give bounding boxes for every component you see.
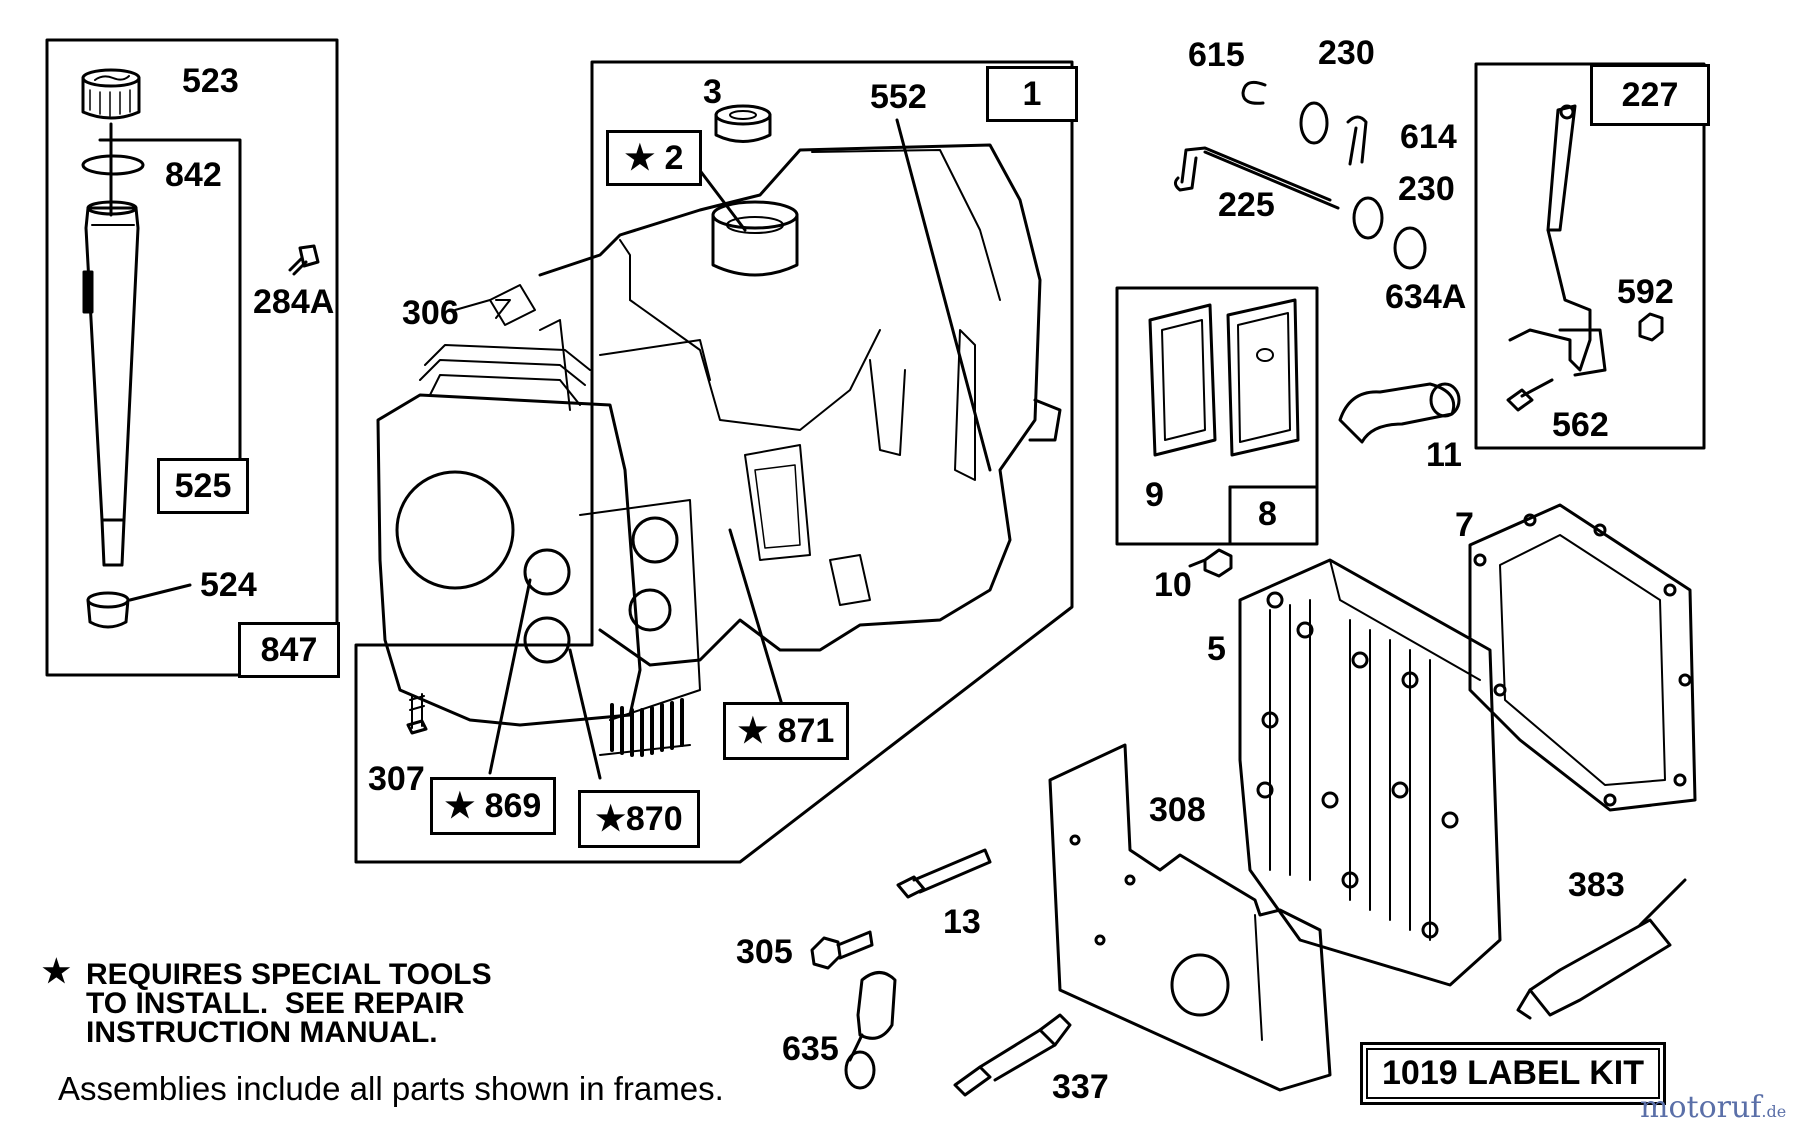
watermark: motoruf.de: [1640, 1090, 1786, 1125]
label-kit-box: 1019 LABEL KIT: [1360, 1042, 1667, 1105]
frame-525: [98, 138, 242, 512]
star-symbol: ★: [42, 953, 71, 989]
watermark-main: motoruf: [1640, 1090, 1762, 1125]
label-10: 10: [1154, 566, 1192, 604]
air-guide-icon: [1048, 743, 1332, 1092]
label-337: 337: [1052, 1068, 1109, 1106]
label-308: 308: [1149, 791, 1206, 829]
label-3: 3: [703, 73, 722, 111]
oil-seal-icon: [714, 104, 772, 143]
frame-label-847: 847: [238, 622, 340, 678]
frame-label-227: 227: [1590, 64, 1710, 126]
leader-870: [568, 648, 602, 780]
dipstick-tube-icon: [82, 200, 140, 567]
label-5: 5: [1207, 630, 1226, 668]
label-307: 307: [368, 760, 425, 798]
label-635: 635: [782, 1030, 839, 1068]
assemblies-footer: Assemblies include all parts shown in fr…: [58, 1070, 724, 1107]
label-kit-text: 1019 LABEL KIT: [1366, 1048, 1661, 1099]
oil-fill-cap-icon: [81, 68, 141, 217]
label-230-top: 230: [1318, 34, 1375, 72]
label-306: 306: [402, 294, 459, 332]
frame-label-525: 525: [157, 458, 249, 514]
label-7: 7: [1455, 506, 1474, 544]
elbow-fitting-icon: [844, 971, 897, 1090]
cylinder-head-icon: [1238, 558, 1502, 987]
bolt-305-icon: [810, 930, 874, 970]
label-523: 523: [182, 62, 239, 100]
label-524: 524: [200, 566, 257, 604]
e-ring-icon: [1241, 80, 1267, 105]
bolt-13-icon: [896, 848, 992, 899]
bolt-307-icon: [406, 693, 428, 735]
leader-552: [895, 118, 992, 472]
label-11: 11: [1426, 436, 1462, 474]
label-8: 8: [1258, 495, 1277, 533]
nut-592-icon: [1638, 312, 1664, 342]
label-592: 592: [1617, 273, 1674, 311]
cotter-pin-icon: [1346, 115, 1368, 166]
washer-230b-icon: [1352, 196, 1384, 240]
spark-plug-icon: [953, 1013, 1072, 1097]
label-562: 562: [1552, 406, 1609, 444]
label-552: 552: [870, 78, 927, 116]
tab-306: [495, 299, 511, 319]
frame-label-870: ★870: [578, 790, 700, 848]
label-383: 383: [1568, 866, 1625, 904]
frame-label-1: 1: [986, 66, 1078, 122]
spark-plug-wrench-icon: [1516, 878, 1687, 1020]
frame-8: [1115, 286, 1319, 546]
screw-562-icon: [1506, 378, 1554, 412]
label-230-bottom: 230: [1398, 170, 1455, 208]
breather-gasket-icon: [1148, 303, 1217, 457]
o-ring-icon: [81, 154, 145, 176]
label-9: 9: [1145, 476, 1164, 514]
label-13: 13: [943, 903, 981, 941]
special-tools-note: REQUIRES SPECIAL TOOLS TO INSTALL. SEE R…: [86, 958, 492, 1049]
cylinder-block-icon: [376, 143, 1062, 757]
breather-tube-icon: [1338, 382, 1461, 444]
frame-1: [354, 60, 1074, 864]
leader-869: [488, 578, 532, 775]
washer-634a-icon: [1393, 226, 1427, 270]
frame-label-869: ★ 869: [430, 777, 556, 835]
bolt-284a-icon: [288, 244, 320, 276]
watermark-suffix: .de: [1761, 1102, 1787, 1121]
head-gasket-icon: [1468, 503, 1697, 812]
label-305: 305: [736, 933, 793, 971]
screw-10-icon: [1188, 548, 1233, 578]
label-284a: 284A: [253, 283, 335, 321]
washer-230-icon: [1299, 101, 1329, 145]
breather-cover-icon: [1226, 298, 1300, 457]
governor-lever-icon: [1508, 104, 1607, 377]
label-842: 842: [165, 156, 222, 194]
label-614: 614: [1400, 118, 1457, 156]
frame-label-2: ★ 2: [606, 130, 702, 186]
label-615: 615: [1188, 36, 1245, 74]
leader-871: [728, 528, 787, 717]
label-634a: 634A: [1385, 278, 1467, 316]
governor-shaft-icon: [1173, 146, 1340, 210]
grommet-icon: [86, 591, 130, 629]
frame-label-871: ★ 871: [723, 702, 849, 760]
label-225: 225: [1218, 186, 1275, 224]
frame-847: [45, 38, 339, 677]
